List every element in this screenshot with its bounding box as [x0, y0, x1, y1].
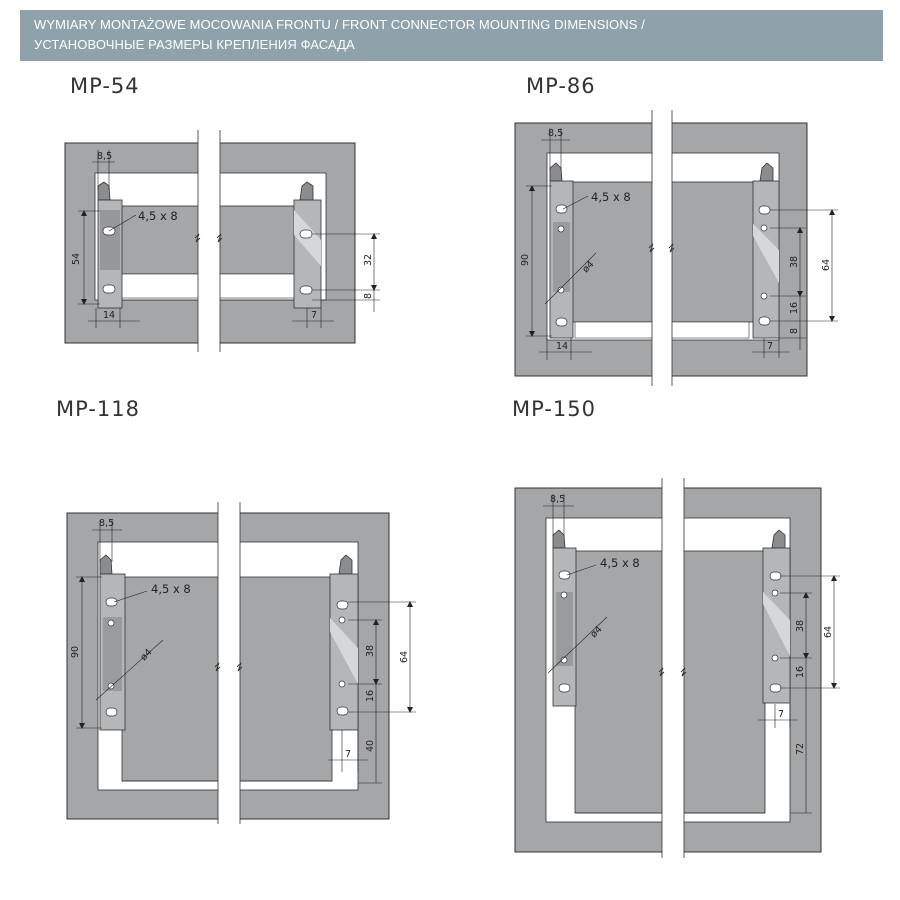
diagram-mp150: 8,5 4,5 x 8 ø4 64 38 16 72 7: [514, 474, 840, 862]
dim-hole-mp150: 4,5 x 8: [600, 556, 640, 570]
dim-spacing-mp118: 64: [399, 651, 410, 663]
dim-offset-mp118: 8,5: [99, 518, 114, 529]
dim-bottom-mp150: 72: [795, 743, 806, 755]
diagram-mp54: 8,5 54 4,5 x 8 14 32 8 7: [64, 125, 380, 357]
dim-inner-mp86: 38: [789, 256, 800, 268]
dim-height-mp54: 54: [71, 253, 82, 265]
dim-hole-mp118: 4,5 x 8: [151, 582, 191, 596]
dim-inner-mp118: 38: [365, 645, 376, 657]
dim-spacing-mp54: 32: [363, 254, 374, 266]
dim-right-inset-mp86: 7: [767, 341, 773, 352]
dim-right-inset-mp150: 7: [778, 709, 784, 720]
dim-height-mp86: 90: [520, 254, 531, 266]
dim-spacing-mp86: 64: [821, 259, 832, 271]
dim-lower-mp118: 16: [365, 690, 376, 702]
diagram-mp86: 8,5 90 4,5 x 8 ø4 14 64 38 16 8 7: [514, 108, 838, 388]
dim-lower-mp86: 16: [789, 302, 800, 314]
dim-hole-mp54: 4,5 x 8: [138, 209, 178, 223]
header-title-line2: УСТАНОВОЧНЫЕ РАЗМЕРЫ КРЕПЛЕНИЯ ФАСАДА: [34, 37, 355, 52]
dim-bottom-mp54: 8: [363, 293, 374, 299]
dim-right-inset-mp54: 7: [311, 310, 317, 321]
model-title-mp54: MP-54: [70, 74, 140, 98]
model-title-mp118: MP-118: [56, 397, 140, 421]
header-banner: WYMIARY MONTAŻOWE MOCOWANIA FRONTU / FRO…: [20, 10, 883, 61]
dim-bottom-mp86: 8: [789, 328, 800, 334]
dim-left-inset-mp86: 14: [556, 341, 568, 352]
dim-right-inset-mp118: 7: [345, 749, 351, 760]
dim-offset-mp54: 8,5: [97, 151, 112, 162]
dim-height-mp118: 90: [70, 646, 81, 658]
model-title-mp86: MP-86: [526, 74, 596, 98]
header-title-line1: WYMIARY MONTAŻOWE MOCOWANIA FRONTU / FRO…: [34, 17, 645, 32]
model-title-mp150: MP-150: [512, 397, 596, 421]
dim-inner-mp150: 38: [795, 620, 806, 632]
dim-spacing-mp150: 64: [823, 626, 834, 638]
dim-hole-mp86: 4,5 x 8: [591, 190, 631, 204]
dim-lower-mp150: 16: [795, 666, 806, 678]
dim-offset-mp150: 8,5: [550, 494, 565, 505]
dim-bottom-mp118: 40: [365, 740, 376, 752]
dim-offset-mp86: 8,5: [548, 128, 563, 139]
diagram-mp118: 8,5 90 4,5 x 8 ø4 64 38 16 40 7: [66, 498, 416, 828]
dim-left-inset-mp54: 14: [103, 310, 115, 321]
